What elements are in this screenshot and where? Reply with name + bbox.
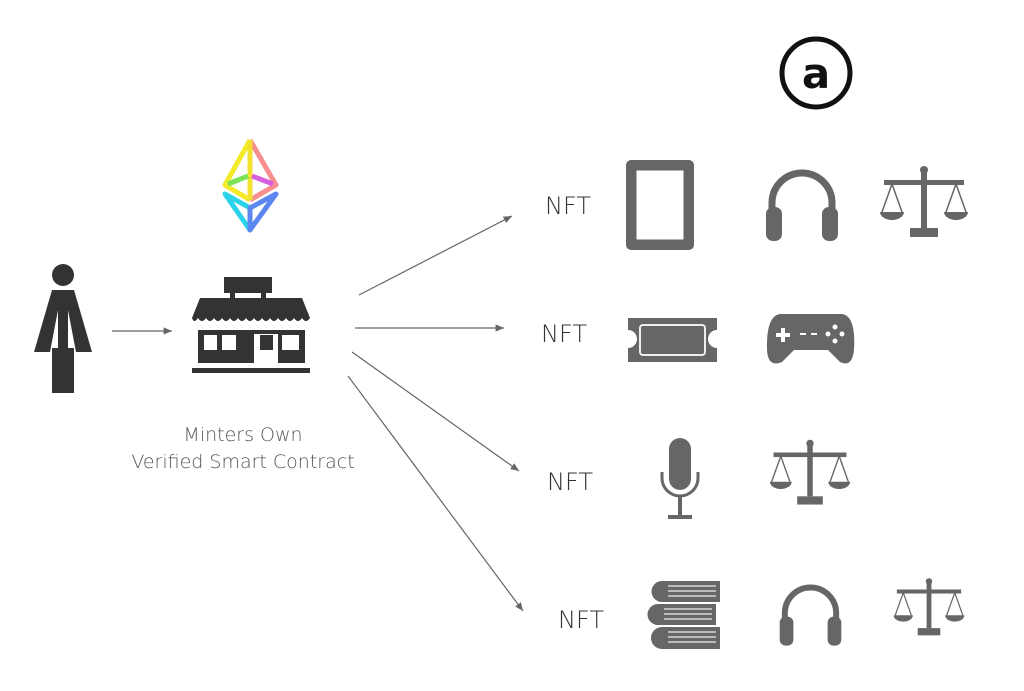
microphone-icon (660, 438, 700, 519)
arrow-to-nft-1 (358, 215, 513, 296)
ticket-icon (628, 318, 717, 362)
nft-label-1: NFT (545, 192, 591, 220)
store-icon (192, 277, 310, 373)
headphones-icon (766, 173, 838, 241)
arrow-to-nft-4 (347, 375, 524, 612)
arweave-letter: a (802, 49, 830, 98)
books-icon (647, 581, 720, 649)
arweave-logo: a (779, 36, 853, 110)
headphones-icon (780, 587, 842, 645)
nft-label-2: NFT (541, 320, 587, 348)
scales-icon (892, 577, 966, 636)
arrow-to-nft-3 (351, 351, 520, 472)
scales-icon (879, 166, 969, 238)
gamepad-icon (766, 314, 855, 364)
ethereum-logo (222, 138, 279, 233)
caption-line-2: Verified Smart Contract (131, 451, 354, 473)
nft-label-4: NFT (558, 606, 604, 634)
scales-icon (769, 438, 851, 506)
picture-frame-icon (626, 160, 694, 250)
caption-line-1: Minters Own (183, 424, 302, 446)
nft-label-3: NFT (547, 468, 593, 496)
person-icon (34, 264, 92, 393)
